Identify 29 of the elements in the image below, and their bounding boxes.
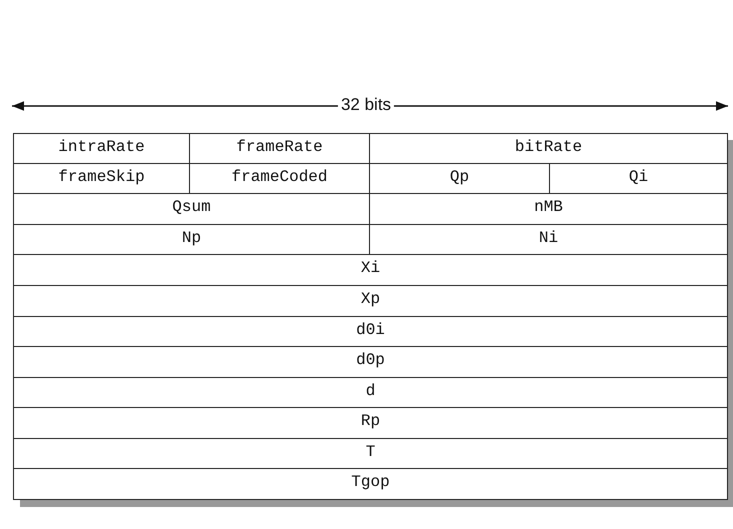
field-name: frameRate	[236, 138, 323, 156]
field-name: Qsum	[172, 198, 211, 216]
field-name: Tgop	[351, 473, 390, 491]
field-name: T	[366, 443, 376, 461]
field-name: bitRate	[514, 138, 582, 156]
field-name: Qp	[450, 168, 470, 186]
field-cell	[13, 254, 728, 286]
field-name: frameSkip	[58, 168, 145, 186]
field-name: Np	[182, 229, 202, 247]
field-cell	[369, 133, 728, 164]
field-cell	[13, 346, 728, 378]
field-cell	[13, 133, 190, 164]
field-name: frameCoded	[231, 168, 328, 186]
field-name: d	[366, 382, 376, 400]
field-name: nMB	[534, 198, 563, 216]
field-name: d0i	[356, 321, 385, 339]
field-name: d0p	[356, 351, 385, 369]
field-name: Qi	[628, 168, 648, 186]
field-name: Ni	[538, 229, 558, 247]
field-cell	[13, 377, 728, 408]
field-name: intraRate	[58, 138, 145, 156]
field-cell	[13, 316, 728, 347]
field-cell	[13, 468, 728, 500]
field-name: Xi	[360, 259, 380, 277]
field-name: Xp	[360, 290, 380, 308]
field-name: Rp	[360, 412, 380, 430]
field-cell	[13, 438, 728, 469]
field-cell	[13, 407, 728, 439]
field-cell	[13, 285, 728, 317]
